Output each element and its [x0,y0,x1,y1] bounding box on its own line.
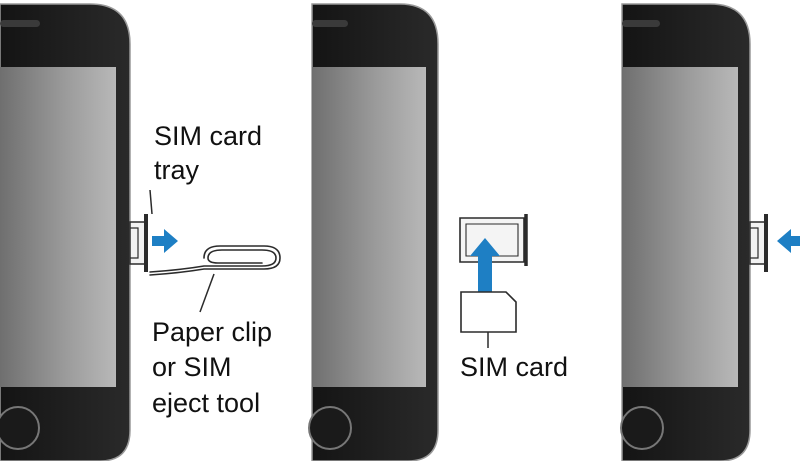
clip-leader-line [199,273,215,313]
eject-arrow-icon [152,229,178,253]
sim-tray-inserting [749,214,768,272]
phone-2-home-button [308,406,352,450]
sim-tray-label-line1: SIM card [154,121,262,151]
sim-card-label: SIM card [460,352,568,382]
step-2-place-sim: SIM card [308,3,568,461]
phone-3 [620,3,751,461]
paper-clip [149,245,281,276]
phone-1-home-button [0,406,40,450]
insert-left-arrow-icon [777,229,800,253]
tray-leader-line [149,189,153,215]
phone-1-speaker [0,20,40,27]
phone-1-screen [0,67,116,387]
phone-3-home-button [620,406,664,450]
phone-2-speaker [312,20,348,27]
phone-2 [308,3,439,461]
sim-tray-label-line2: tray [154,155,200,185]
paper-clip-label-line2: or SIM [152,352,232,382]
phone-2-screen [312,67,426,387]
paper-clip-label-line3: eject tool [152,388,260,418]
sim-tray-ejected [129,214,148,272]
phone-1 [0,3,131,461]
sim-tray-removed [459,214,528,266]
insert-up-arrow-icon [470,238,500,292]
phone-3-screen [622,67,738,387]
step-3-insert-tray [620,3,800,461]
paper-clip-label-line1: Paper clip [152,317,272,347]
sim-card [460,291,517,333]
step-1-eject-tray: SIM card tray Paper clip or SIM eject to… [0,3,281,461]
phone-3-speaker [622,20,660,27]
